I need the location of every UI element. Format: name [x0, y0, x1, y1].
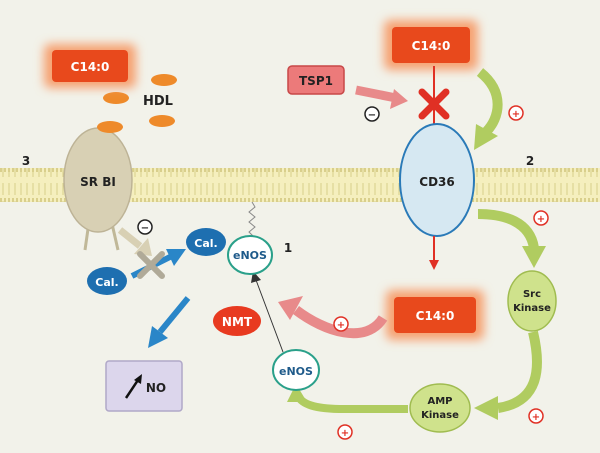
myristate-box-bottom: C14:0 — [386, 290, 484, 340]
src-kinase-label-line1: Src — [523, 289, 541, 300]
green-arrow-to-src — [477, 209, 546, 268]
minus-sign: − — [364, 106, 380, 122]
src-kinase-label-line2: Kinase — [513, 303, 551, 314]
enos-label: eNOS — [279, 365, 313, 378]
green-arrow-to-cd36 — [474, 68, 503, 150]
enos-node-upper: eNOS — [227, 201, 273, 275]
inhibition-x-icon — [137, 251, 165, 279]
no-label: NO — [146, 381, 166, 395]
translocation-arrow — [251, 271, 284, 353]
enos-node-lower: eNOS — [272, 349, 320, 391]
nmt-node: NMT — [213, 306, 261, 336]
plus-sign: + — [528, 408, 544, 424]
myristate-label: C14:0 — [412, 39, 451, 53]
hdl-label: HDL — [143, 94, 173, 109]
myristate-label: C14:0 — [416, 309, 455, 323]
plus-sign: + — [333, 316, 349, 332]
svg-text:+: + — [512, 109, 520, 120]
cd36-receptor: CD36 — [399, 123, 475, 237]
nmt-label: NMT — [222, 315, 253, 329]
svg-text:+: + — [537, 214, 545, 225]
increase-arrow-icon — [124, 374, 142, 399]
srbi-receptor: SR BI — [63, 127, 133, 251]
pathway-number: 2 — [526, 154, 534, 168]
cal-node-upper: Cal. — [186, 228, 226, 256]
plus-sign: + — [337, 424, 353, 440]
no-box: NO — [105, 360, 183, 412]
cal-node-lower: Cal. — [87, 267, 127, 295]
amp-kinase-node: AMP Kinase — [409, 383, 471, 433]
enos-label: eNOS — [233, 249, 267, 262]
blue-arrow-to-no — [148, 296, 191, 348]
srbi-label: SR BI — [80, 175, 116, 189]
cd36-label: CD36 — [419, 175, 454, 189]
tsp1-arrow — [355, 85, 408, 109]
svg-text:+: + — [341, 428, 349, 439]
red-arrow-cd36-down — [429, 236, 439, 270]
green-arrow-to-amp — [474, 330, 542, 420]
tsp1-box: TSP1 — [287, 65, 345, 95]
pathway-number: 3 — [22, 154, 30, 168]
green-arrow-amp-to-enos — [287, 384, 408, 413]
svg-text:−: − — [368, 110, 376, 121]
plus-sign: + — [533, 210, 549, 226]
myristate-box-top-left: C14:0 — [44, 44, 136, 88]
amp-kinase-label-line2: Kinase — [421, 410, 459, 421]
pink-arrow-to-enos — [278, 296, 388, 339]
cal-label: Cal. — [194, 237, 217, 250]
myristate-box-top-right: C14:0 — [384, 20, 478, 70]
hdl-particles: HDL — [97, 74, 177, 133]
pathway-number: 1 — [284, 241, 292, 255]
minus-sign: − — [137, 219, 153, 235]
svg-text:+: + — [532, 412, 540, 423]
plus-sign: + — [508, 105, 524, 121]
cal-label: Cal. — [95, 276, 118, 289]
svg-text:−: − — [141, 223, 149, 234]
amp-kinase-label-line1: AMP — [427, 396, 452, 407]
tsp1-label: TSP1 — [299, 74, 333, 88]
myristate-label: C14:0 — [71, 60, 110, 74]
src-kinase-node: Src Kinase — [507, 270, 557, 332]
svg-text:+: + — [337, 320, 345, 331]
